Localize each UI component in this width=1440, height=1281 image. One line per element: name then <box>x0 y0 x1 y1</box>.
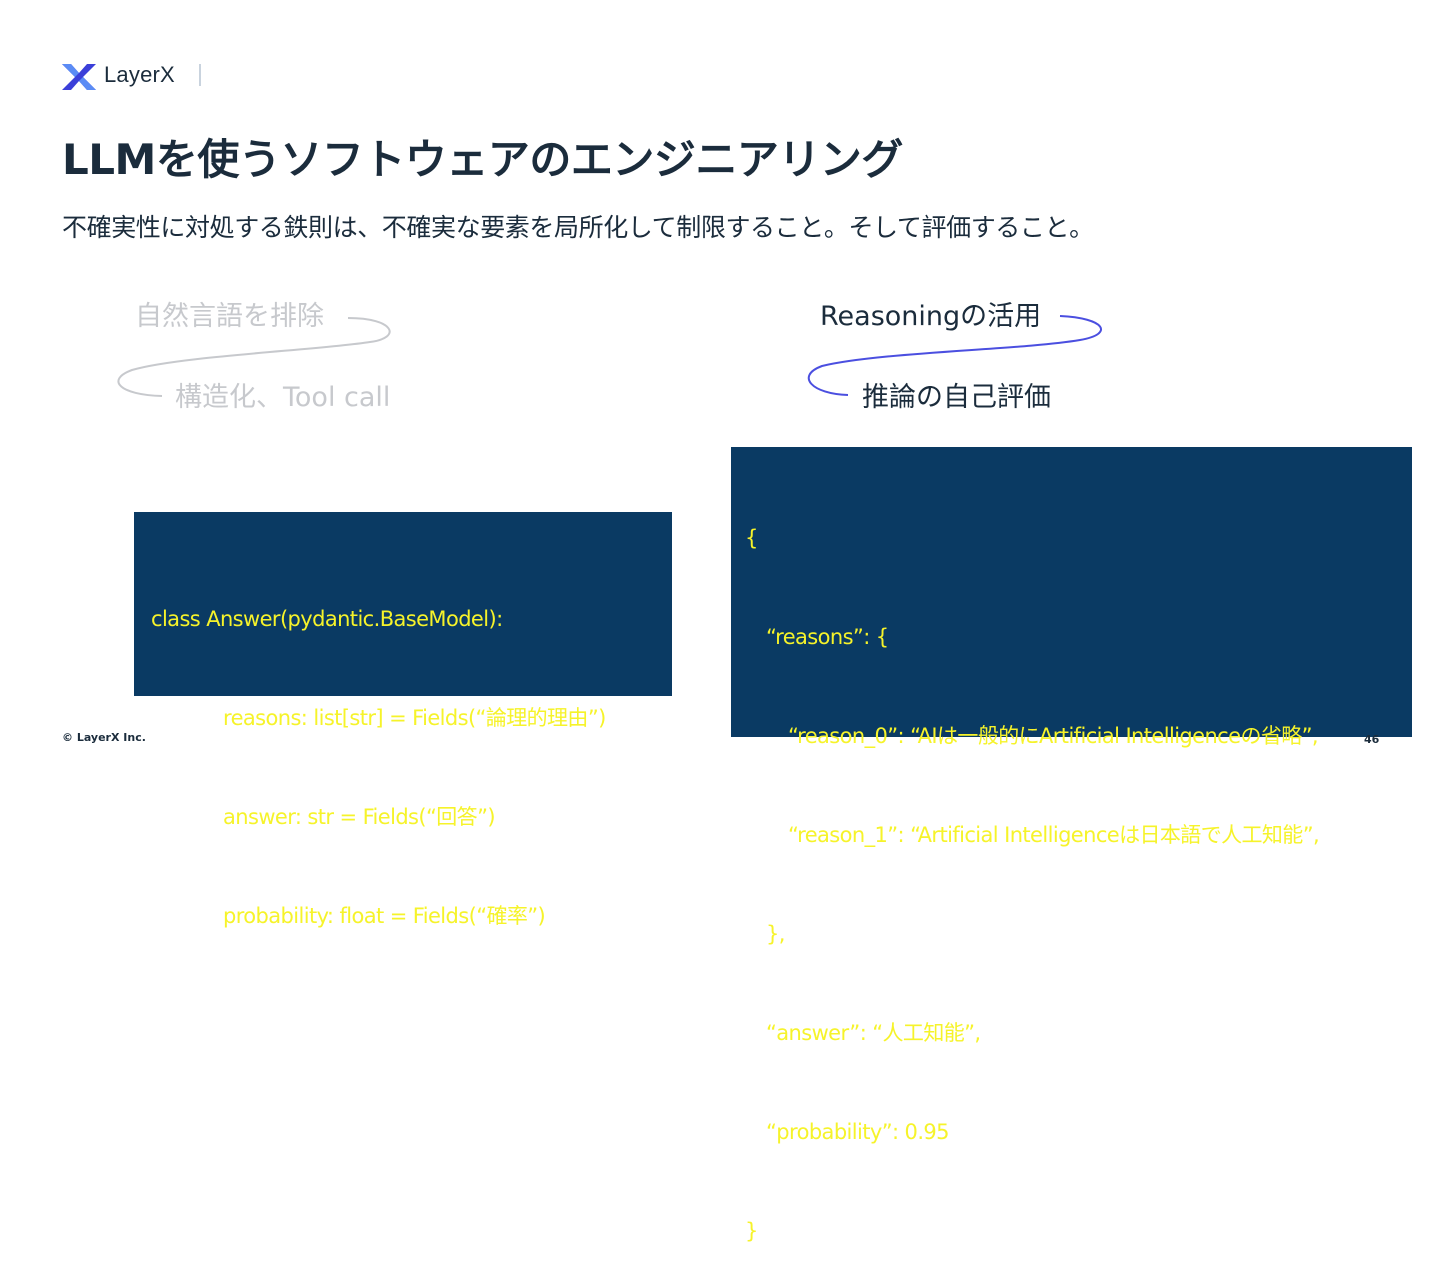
logo-divider <box>199 64 201 86</box>
code-line: probability: float = Fields(“確率”) <box>223 904 546 928</box>
slide-subtitle: 不確実性に対処する鉄則は、不確実な要素を局所化して制限すること。そして評価するこ… <box>62 213 1094 242</box>
code-line: class Answer(pydantic.BaseModel): <box>151 607 503 631</box>
right-flow-top-label: Reasoningの活用 <box>820 301 1042 332</box>
code-line: { <box>745 526 758 550</box>
json-output-code-box: { “reasons”: { “reason_0”: “AIは一般的にArtif… <box>731 447 1412 1243</box>
footer-copyright: © LayerX Inc. <box>62 731 146 744</box>
code-line: “reason_1”: “Artificial Intelligenceは日本語… <box>788 823 1320 847</box>
code-line: “reasons”: { <box>766 625 889 649</box>
code-line: }, <box>766 922 785 946</box>
layerx-mark-icon <box>62 64 96 90</box>
code-line: } <box>745 1219 758 1243</box>
page-number: 46 <box>1364 733 1380 746</box>
slide-title: LLMを使うソフトウェアのエンジニアリング <box>62 135 903 184</box>
layerx-logo: LayerX <box>62 60 175 90</box>
code-line: answer: str = Fields(“回答”) <box>223 805 496 829</box>
code-line: “answer”: “人工知能”, <box>766 1021 981 1045</box>
right-flow-bottom-label: 推論の自己評価 <box>862 382 1051 413</box>
left-flow-bottom-label: 構造化、Tool call <box>175 382 391 413</box>
left-flow-top-label: 自然言語を排除 <box>135 301 324 332</box>
logo-wordmark: LayerX <box>104 62 175 87</box>
code-line: “reason_0”: “AIは一般的にArtificial Intellige… <box>788 724 1319 748</box>
code-line: “probability”: 0.95 <box>766 1120 950 1144</box>
code-line: reasons: list[str] = Fields(“論理的理由”) <box>223 706 606 730</box>
pydantic-class-code-box: class Answer(pydantic.BaseModel): reason… <box>134 512 672 928</box>
